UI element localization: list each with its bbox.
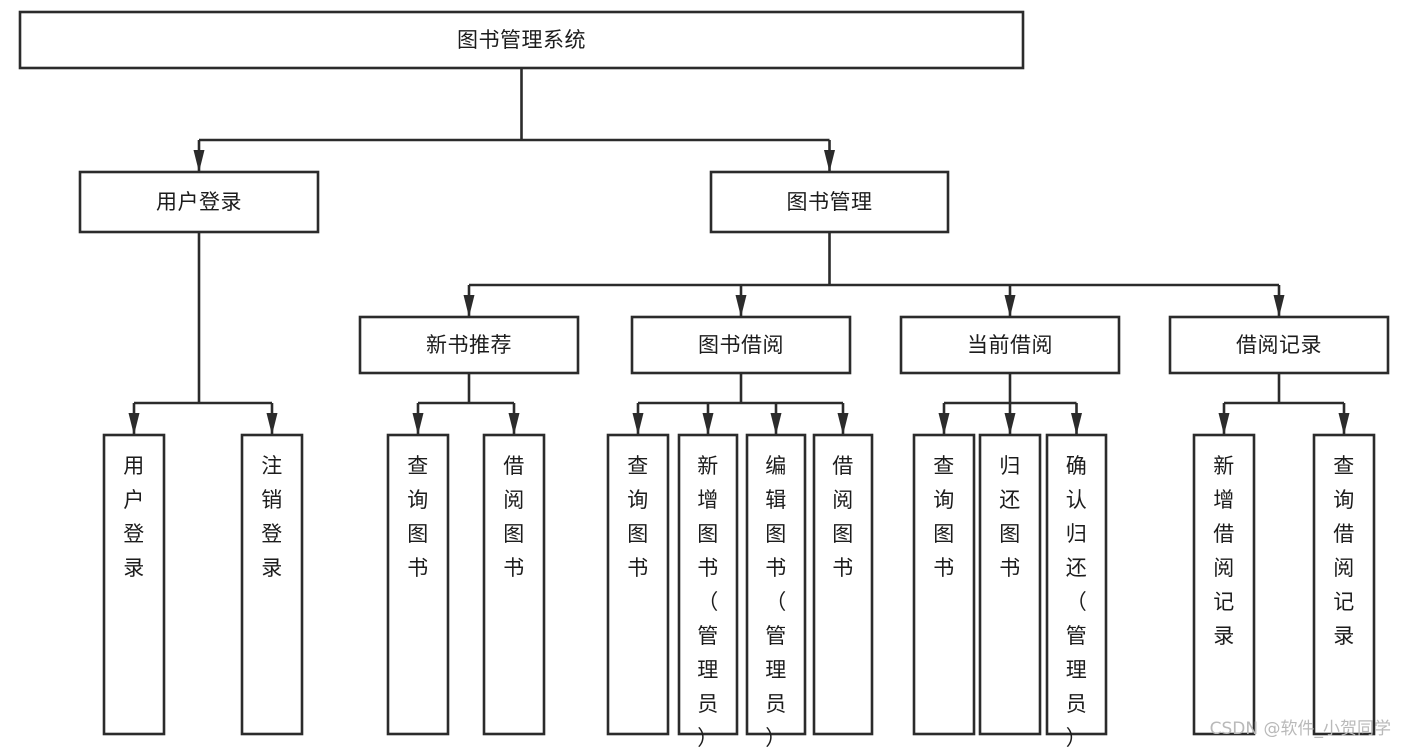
node-leaf-query-book-current[interactable]: 查询图书 [912,433,976,736]
connector-group-borrow-record [1218,373,1350,435]
arrow-head-leaf-add-borrow-record [1218,413,1230,435]
arrow-head-leaf-query-book-current [938,413,950,435]
arrow-head-leaf-edit-book-admin [770,413,782,435]
node-leaf-return-book[interactable]: 归还图书 [978,433,1042,736]
node-leaf-add-borrow-record[interactable]: 新增借阅记录 [1192,433,1256,736]
node-layer: 图书管理系统用户登录图书管理新书推荐图书借阅当前借阅借阅记录用户登录注销登录查询… [18,10,1390,747]
node-leaf-add-book-admin[interactable]: 新增图书（管理员） [677,433,739,747]
node-leaf-user-login[interactable]: 用户登录 [102,433,166,736]
node-box-leaf-query-borrow-record[interactable] [1312,433,1376,736]
arrow-head-leaf-user-login [128,413,140,435]
arrow-head-leaf-query-book-borrow [632,413,644,435]
connector-group-new-book-recommend [412,373,520,435]
node-label-book-borrow: 图书借阅 [698,333,784,357]
node-leaf-edit-book-admin[interactable]: 编辑图书（管理员） [745,433,807,747]
arrow-head-leaf-return-book [1004,413,1016,435]
node-box-user-login[interactable] [78,170,320,234]
node-new-book-recommend[interactable]: 新书推荐 [358,315,580,375]
node-root[interactable]: 图书管理系统 [18,10,1025,70]
node-leaf-query-book-borrow[interactable]: 查询图书 [606,433,670,736]
node-box-leaf-confirm-return-admin[interactable] [1045,433,1108,736]
node-label-leaf-add-book-admin: 新增图书（管理员） [697,454,719,747]
arrow-head-leaf-logout [266,413,278,435]
node-label-leaf-edit-book-admin: 编辑图书（管理员） [765,454,787,747]
node-box-leaf-borrow-book-recommend[interactable] [482,433,546,736]
node-box-current-borrow[interactable] [899,315,1121,375]
connector-group-book-borrow [632,373,849,435]
node-leaf-borrow-book[interactable]: 借阅图书 [812,433,874,736]
node-label-leaf-add-borrow-record: 新增借阅记录 [1213,454,1235,648]
node-label-leaf-borrow-book-recommend: 借阅图书 [503,454,525,580]
connector-layer [128,68,1350,435]
arrow-head-leaf-borrow-book-recommend [508,413,520,435]
node-box-new-book-recommend[interactable] [358,315,580,375]
node-box-leaf-logout[interactable] [240,433,304,736]
node-leaf-query-book-recommend[interactable]: 查询图书 [386,433,450,736]
node-label-current-borrow: 当前借阅 [967,333,1053,357]
node-box-borrow-record[interactable] [1168,315,1390,375]
node-label-leaf-confirm-return-admin: 确认归还（管理员） [1066,454,1088,747]
connector-group-current-borrow [938,373,1082,435]
node-label-leaf-query-book-recommend: 查询图书 [407,454,429,580]
node-box-leaf-return-book[interactable] [978,433,1042,736]
node-box-leaf-add-book-admin[interactable] [677,433,739,736]
node-box-leaf-edit-book-admin[interactable] [745,433,807,736]
node-box-leaf-query-book-borrow[interactable] [606,433,670,736]
arrow-head-user-login [193,150,205,172]
node-label-root: 图书管理系统 [457,28,586,52]
arrow-head-book-borrow [735,295,747,317]
arrow-head-new-book-recommend [463,295,475,317]
node-box-leaf-borrow-book[interactable] [812,433,874,736]
arrow-head-leaf-query-book-recommend [412,413,424,435]
node-label-leaf-query-book-borrow: 查询图书 [627,454,649,580]
arrow-head-borrow-record [1273,295,1285,317]
node-label-leaf-return-book: 归还图书 [999,454,1021,580]
node-label-book-management: 图书管理 [787,190,873,214]
node-box-root[interactable] [18,10,1025,70]
node-label-new-book-recommend: 新书推荐 [426,333,512,357]
arrow-head-leaf-borrow-book [837,413,849,435]
node-label-borrow-record: 借阅记录 [1236,333,1322,357]
node-label-leaf-logout: 注销登录 [261,454,283,580]
node-leaf-logout[interactable]: 注销登录 [240,433,304,736]
arrow-head-leaf-query-borrow-record [1338,413,1350,435]
node-box-leaf-user-login[interactable] [102,433,166,736]
connector-group-book-management [463,232,1285,317]
node-book-borrow[interactable]: 图书借阅 [630,315,852,375]
node-label-leaf-query-borrow-record: 查询借阅记录 [1333,454,1355,648]
node-leaf-borrow-book-recommend[interactable]: 借阅图书 [482,433,546,736]
node-box-book-management[interactable] [709,170,950,234]
node-book-management[interactable]: 图书管理 [709,170,950,234]
node-label-leaf-borrow-book: 借阅图书 [832,454,854,580]
node-box-leaf-query-book-recommend[interactable] [386,433,450,736]
node-box-leaf-add-borrow-record[interactable] [1192,433,1256,736]
arrow-head-leaf-add-book-admin [702,413,714,435]
node-label-user-login: 用户登录 [156,190,242,214]
node-box-leaf-query-book-current[interactable] [912,433,976,736]
node-box-book-borrow[interactable] [630,315,852,375]
arrow-head-current-borrow [1004,295,1016,317]
node-leaf-confirm-return-admin[interactable]: 确认归还（管理员） [1045,433,1108,747]
node-label-leaf-query-book-current: 查询图书 [933,454,955,580]
node-borrow-record[interactable]: 借阅记录 [1168,315,1390,375]
arrow-head-leaf-confirm-return-admin [1071,413,1082,435]
node-leaf-query-borrow-record[interactable]: 查询借阅记录 [1312,433,1376,736]
connector-group-root [193,68,835,172]
connector-group-user-login [128,232,278,435]
node-current-borrow[interactable]: 当前借阅 [899,315,1121,375]
node-label-leaf-user-login: 用户登录 [123,454,145,580]
arrow-head-book-management [824,150,835,172]
node-user-login[interactable]: 用户登录 [78,170,320,234]
